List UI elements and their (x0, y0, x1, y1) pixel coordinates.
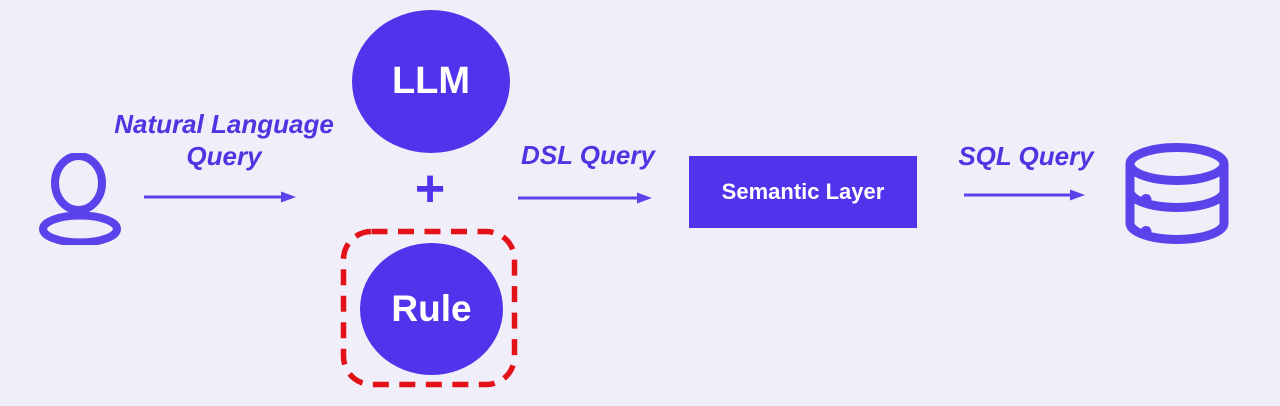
edge-label-dsl-query: DSL Query (521, 140, 655, 170)
arrow-user-to-llm-icon (143, 190, 298, 204)
database-icon (1120, 142, 1234, 244)
rule-node-label: Rule (391, 288, 472, 329)
plus-icon: + (414, 160, 446, 218)
rule-highlight-dashed-box (340, 228, 518, 388)
semantic-layer-label: Semantic Layer (721, 179, 885, 204)
edge-label-sql-query: SQL Query (958, 141, 1094, 171)
llm-node: LLM (352, 10, 510, 153)
rule-node: Rule (360, 243, 503, 375)
edge-label-natural-language-query: Natural Language Query (114, 109, 334, 171)
arrow-semantic-to-database-icon (963, 188, 1087, 202)
user-icon (38, 153, 122, 245)
llm-node-label: LLM (391, 60, 471, 102)
arrow-llm-to-semantic-icon (517, 191, 654, 205)
semantic-layer-node: Semantic Layer (689, 156, 917, 228)
